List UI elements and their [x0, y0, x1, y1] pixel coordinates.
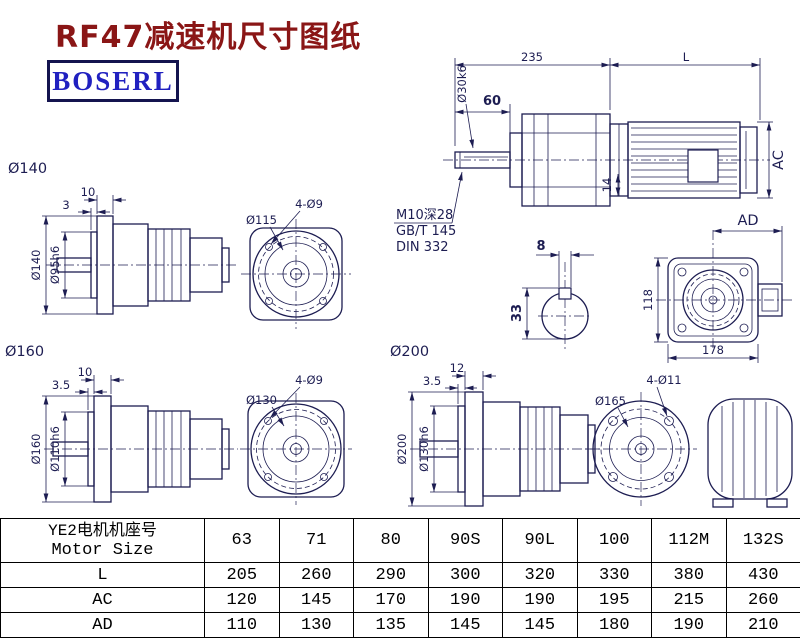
flange160-pilot-label: Ø130 — [246, 393, 277, 407]
dim-AD: AD — [737, 213, 758, 229]
size-col-132S: 132S — [725, 518, 800, 563]
flange200-title: Ø200 — [390, 344, 429, 360]
table-cell: 205 — [204, 562, 280, 588]
tapped-hole-note: M10深28 GB/T 145 DIN 332 — [394, 171, 463, 255]
flange200-front-view: 4-Ø11 Ø165 — [585, 373, 697, 506]
table-cell: 110 — [204, 612, 280, 638]
row-label: L — [0, 562, 205, 588]
flange140-holes-label: 4-Ø9 — [295, 197, 323, 211]
row-label: AC — [0, 587, 205, 613]
dim-key-width: 8 — [536, 239, 545, 254]
dim-14: 14 — [600, 178, 614, 193]
table-cell: 260 — [725, 587, 800, 613]
size-col-80: 80 — [353, 518, 429, 563]
motor-rear-side-view — [707, 398, 793, 508]
table-row-L: L 205 260 290 300 320 330 380 430 — [0, 562, 800, 588]
dim-flange140-thk: 10 — [81, 185, 96, 199]
tap-note-line3: DIN 332 — [396, 240, 449, 255]
flange200-holes-label: 4-Ø11 — [646, 373, 681, 387]
flange200-pilot-label: Ø165 — [595, 394, 626, 408]
dimension-table: YE2电机机座号 Motor Size 63 71 80 90S 90L 100… — [0, 518, 800, 638]
motor-nameplate — [687, 149, 719, 183]
table-row-AC: AC 120 145 170 190 190 195 215 260 — [0, 587, 800, 613]
dim-flange160-spigot-depth: 3.5 — [52, 378, 70, 392]
flange160-front-view: 4-Ø9 Ø130 — [240, 373, 352, 505]
table-cell: 320 — [502, 562, 578, 588]
tap-note-line1: M10深28 — [396, 208, 453, 223]
table-cell: 195 — [576, 587, 652, 613]
dim-flange140-spigot-depth: 3 — [62, 198, 69, 212]
keyway-slot — [558, 287, 572, 300]
size-col-112M: 112M — [651, 518, 727, 563]
table-cell: 120 — [204, 587, 280, 613]
table-cell: 330 — [576, 562, 652, 588]
fan-cover — [739, 126, 758, 194]
dim-AC: AC — [771, 150, 787, 170]
size-col-100: 100 — [576, 518, 652, 563]
table-cell: 290 — [353, 562, 429, 588]
motor-foot — [766, 498, 788, 508]
tap-note-line2: GB/T 145 — [396, 224, 456, 239]
dim-178: 178 — [702, 343, 724, 357]
dim-flange160-thk: 10 — [78, 365, 93, 379]
motor-rear-view: AD 118 178 — [641, 213, 792, 363]
table-cell: 145 — [502, 612, 578, 638]
table-cell: 190 — [651, 612, 727, 638]
dim-flange200-spigot-depth: 3.5 — [423, 374, 441, 388]
table-header-row: YE2电机机座号 Motor Size 63 71 80 90S 90L 100… — [0, 518, 800, 563]
dim-60: 60 — [483, 94, 501, 109]
size-col-90S: 90S — [427, 518, 503, 563]
motor-body — [627, 121, 758, 199]
table-cell: 135 — [353, 612, 429, 638]
dim-flange160-od: Ø160 — [29, 433, 43, 464]
dim-flange200-spigot-dia: Ø130h6 — [417, 426, 431, 472]
table-cell: 210 — [725, 612, 800, 638]
table-cell: 130 — [278, 612, 354, 638]
flange140-title: Ø140 — [8, 161, 47, 177]
dim-flange160-spigot-dia: Ø110h6 — [48, 426, 62, 472]
dim-235: 235 — [521, 50, 543, 64]
dim-118: 118 — [641, 289, 655, 311]
table-row-AD: AD 110 130 135 145 145 180 190 210 — [0, 612, 800, 638]
table-cell: 145 — [427, 612, 503, 638]
boserl-logo: BOSERL — [47, 60, 179, 102]
shaft-diameter-label: Ø30k6 — [455, 65, 469, 103]
table-cell: 300 — [427, 562, 503, 588]
motor-foot — [712, 498, 734, 508]
flange200-side-view: Ø200 12 3.5 — [390, 344, 600, 507]
flange160-holes-label: 4-Ø9 — [295, 373, 323, 387]
size-col-90L: 90L — [502, 518, 578, 563]
table-cell: 215 — [651, 587, 727, 613]
output-shaft-section: 8 33 — [510, 239, 594, 350]
row-label: AD — [0, 612, 205, 638]
table-cell: 170 — [353, 587, 429, 613]
flange140-pilot-label: Ø115 — [246, 213, 277, 227]
dim-key-height: 33 — [510, 304, 525, 322]
motor-size-header-cn: YE2电机机座号 — [48, 521, 157, 540]
table-cell: 260 — [278, 562, 354, 588]
table-cell: 190 — [502, 587, 578, 613]
page-title: RF47减速机尺寸图纸 — [55, 20, 362, 55]
motor-size-header-en: Motor Size — [51, 540, 154, 560]
flange140-side-view: Ø140 10 3 — [8, 161, 238, 315]
table-cell: 190 — [427, 587, 503, 613]
size-col-71: 71 — [278, 518, 354, 563]
size-col-63: 63 — [204, 518, 280, 563]
dim-flange140-spigot-dia: Ø95h6 — [48, 246, 62, 284]
motor-size-header: YE2电机机座号 Motor Size — [0, 518, 205, 563]
flange160-side-view: Ø160 10 3.5 — [5, 344, 238, 503]
flange160-title: Ø160 — [5, 344, 44, 360]
table-cell: 180 — [576, 612, 652, 638]
dim-flange200-od: Ø200 — [395, 433, 409, 464]
table-cell: 430 — [725, 562, 800, 588]
table-cell: 145 — [278, 587, 354, 613]
technical-drawing-canvas: 235 L 60 Ø30k6 AC 14 M10深28 GB/T 145 DIN… — [5, 50, 793, 508]
dim-L: L — [683, 50, 690, 64]
main-side-view: 235 L 60 Ø30k6 AC 14 — [443, 50, 787, 207]
dim-flange140-od: Ø140 — [29, 249, 43, 280]
flange140-front-view: 4-Ø9 Ø115 — [241, 197, 351, 329]
dim-flange200-thk: 12 — [450, 361, 465, 375]
table-cell: 380 — [651, 562, 727, 588]
